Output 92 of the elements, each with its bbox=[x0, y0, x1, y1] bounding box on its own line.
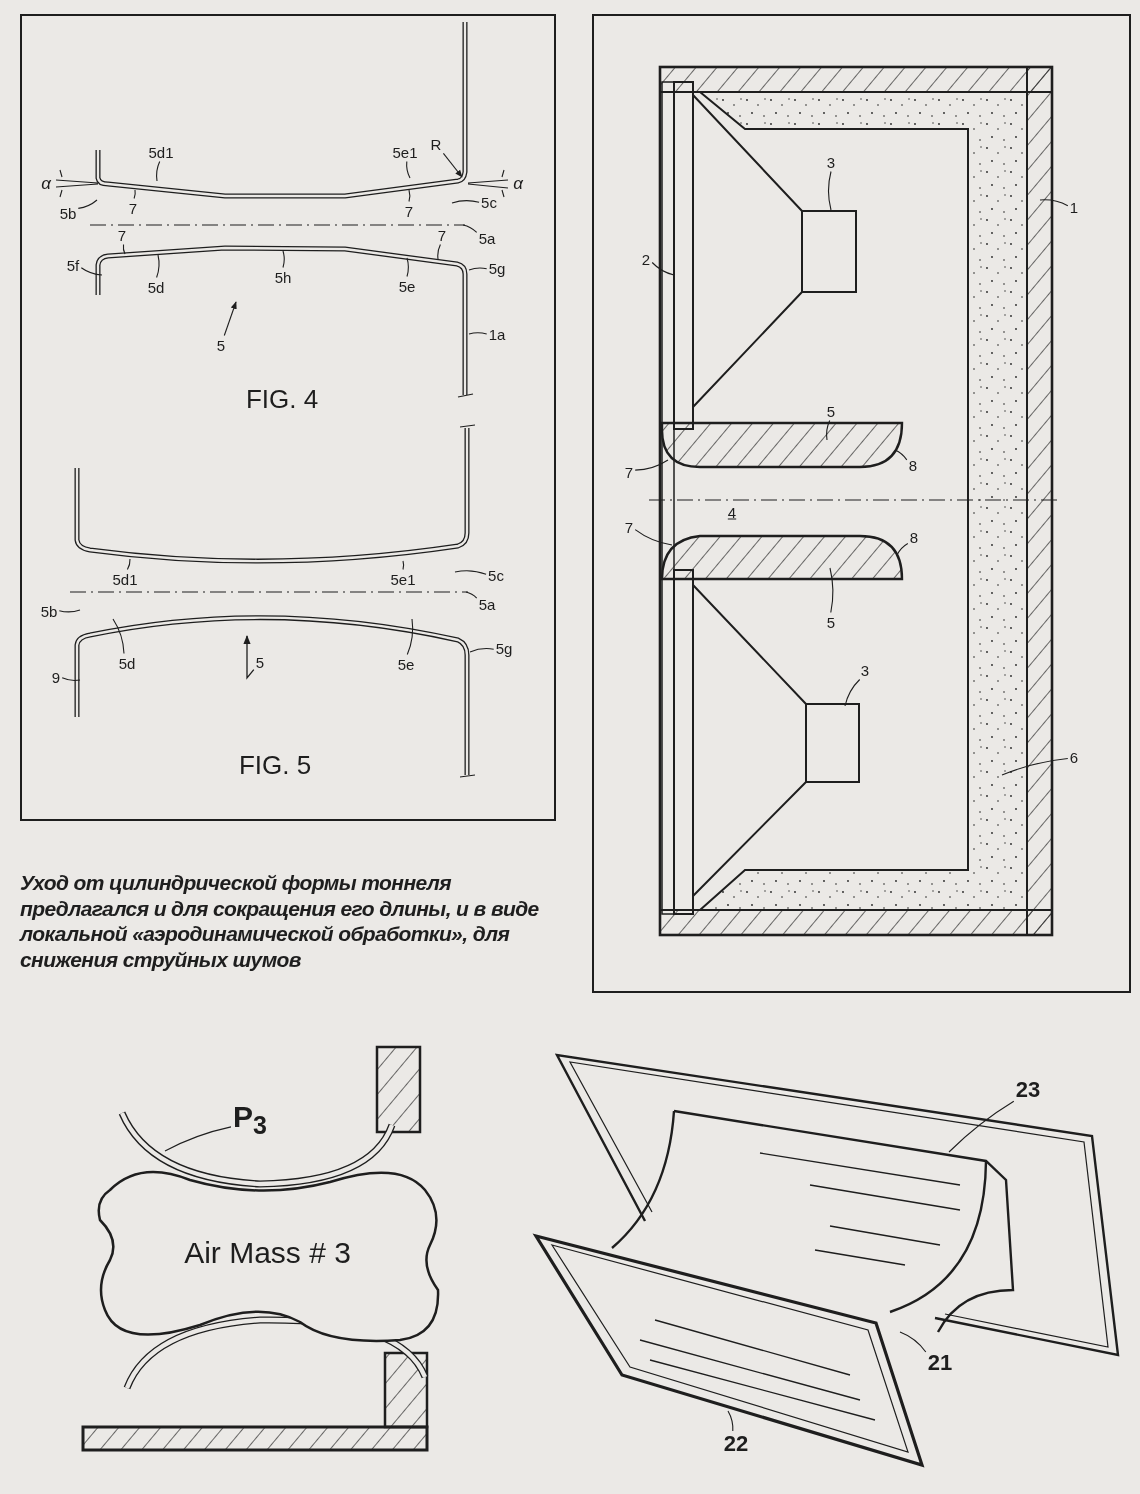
leader-line bbox=[948, 1100, 1015, 1153]
callout-number: 9 bbox=[50, 668, 62, 686]
callout-number: 5d bbox=[146, 278, 166, 296]
leader-line bbox=[899, 1331, 927, 1353]
figure-label: FIG. 4 bbox=[244, 385, 320, 413]
callout-number: 7 bbox=[127, 199, 139, 217]
leader-line bbox=[454, 570, 487, 575]
callout-number: 5 bbox=[825, 402, 837, 420]
callout-number: 5 bbox=[254, 653, 266, 671]
angle-label: α bbox=[512, 173, 524, 193]
leader-line bbox=[122, 243, 126, 255]
callout-number: 5f bbox=[65, 256, 81, 274]
angle-label: α bbox=[40, 173, 52, 193]
leader-line bbox=[406, 618, 414, 656]
callout-number: 5h bbox=[273, 268, 293, 286]
leader-line bbox=[437, 243, 441, 260]
leader-line bbox=[465, 591, 478, 599]
leader-line bbox=[156, 160, 161, 182]
leader-line bbox=[406, 257, 409, 278]
leader-line bbox=[156, 254, 160, 279]
figure-label: FIG. 5 bbox=[237, 751, 313, 779]
leader-line bbox=[112, 618, 125, 655]
leader-line bbox=[896, 542, 909, 556]
callout-number: P$_{3}$ bbox=[232, 1101, 268, 1139]
callout-number: 4 bbox=[726, 503, 738, 521]
callout-number: 21 bbox=[926, 1351, 954, 1375]
leader-line bbox=[406, 160, 411, 179]
callout-number: 7 bbox=[623, 518, 635, 536]
leader-line bbox=[634, 459, 669, 471]
callout-number: 5g bbox=[487, 259, 507, 277]
callout-number: 3 bbox=[859, 661, 871, 679]
leader-line bbox=[80, 267, 103, 276]
callout-number: 5d bbox=[117, 654, 137, 672]
callout-number: 7 bbox=[403, 202, 415, 220]
leader-line bbox=[634, 529, 673, 546]
callout-number: 1a bbox=[487, 325, 507, 343]
callout-number: 5e bbox=[397, 277, 417, 295]
leader-line bbox=[468, 332, 488, 335]
callout-number: 5a bbox=[477, 595, 497, 613]
caption: Уход от цилиндрической формы тоннеля предлагался и для сокращения его длины, и в виде локальной «аэродинамической обработки», для снижения струйных шумов bbox=[20, 870, 540, 973]
callout-number: 1 bbox=[1068, 198, 1080, 216]
callout-number: 3 bbox=[825, 153, 837, 171]
callout-number: 5b bbox=[39, 602, 59, 620]
leader-line bbox=[727, 1410, 734, 1432]
callout-number: 5d1 bbox=[111, 570, 139, 588]
leader-arrow bbox=[243, 635, 255, 680]
leader-line bbox=[61, 677, 81, 681]
callout-number: 5b bbox=[58, 204, 78, 222]
leader-line bbox=[651, 261, 675, 276]
leader-line bbox=[462, 224, 478, 233]
callout-number: 5e bbox=[396, 655, 416, 673]
leader-line bbox=[282, 250, 285, 269]
callout-number: 22 bbox=[722, 1432, 750, 1456]
callout-number: 6 bbox=[1068, 748, 1080, 766]
leader-line bbox=[829, 567, 834, 614]
leader-line bbox=[164, 1126, 232, 1152]
callout-number: 7 bbox=[116, 226, 128, 244]
callout-number: 5d1 bbox=[147, 143, 175, 161]
leader-line bbox=[894, 449, 908, 461]
leader-line bbox=[844, 678, 861, 707]
callout-number: 5 bbox=[825, 613, 837, 631]
callout-number: 5 bbox=[215, 336, 227, 354]
leader-line bbox=[1039, 199, 1069, 207]
callout-number: 7 bbox=[436, 226, 448, 244]
callout-number: 2 bbox=[640, 250, 652, 268]
leader-line bbox=[133, 189, 136, 200]
callout-number: 7 bbox=[623, 463, 635, 481]
callout-number: 5c bbox=[480, 193, 498, 211]
callout-number: 5e1 bbox=[391, 143, 419, 161]
callout-number: R bbox=[429, 135, 443, 153]
leader-line bbox=[408, 189, 411, 203]
callout-number: 5c bbox=[487, 566, 505, 584]
leader-line bbox=[468, 267, 488, 271]
leader-line bbox=[77, 199, 98, 209]
leader-line bbox=[469, 648, 495, 653]
callout-number: 5e1 bbox=[389, 570, 417, 588]
leader-line bbox=[126, 558, 131, 571]
leader-arrow bbox=[223, 301, 237, 337]
callout-number: 8 bbox=[908, 528, 920, 546]
callout-number: 5a bbox=[477, 229, 497, 247]
leader-arrow bbox=[442, 152, 463, 178]
leader-line bbox=[402, 560, 405, 571]
leader-line bbox=[1001, 757, 1069, 776]
centerline bbox=[89, 224, 466, 226]
leader-line bbox=[827, 170, 832, 211]
leader-line bbox=[826, 419, 831, 441]
leader-line bbox=[58, 609, 81, 613]
callout-number: 8 bbox=[907, 456, 919, 474]
leader-line bbox=[451, 200, 480, 204]
callout-number: 23 bbox=[1014, 1078, 1042, 1102]
centerline bbox=[69, 591, 469, 593]
callout-number: 5g bbox=[494, 639, 514, 657]
